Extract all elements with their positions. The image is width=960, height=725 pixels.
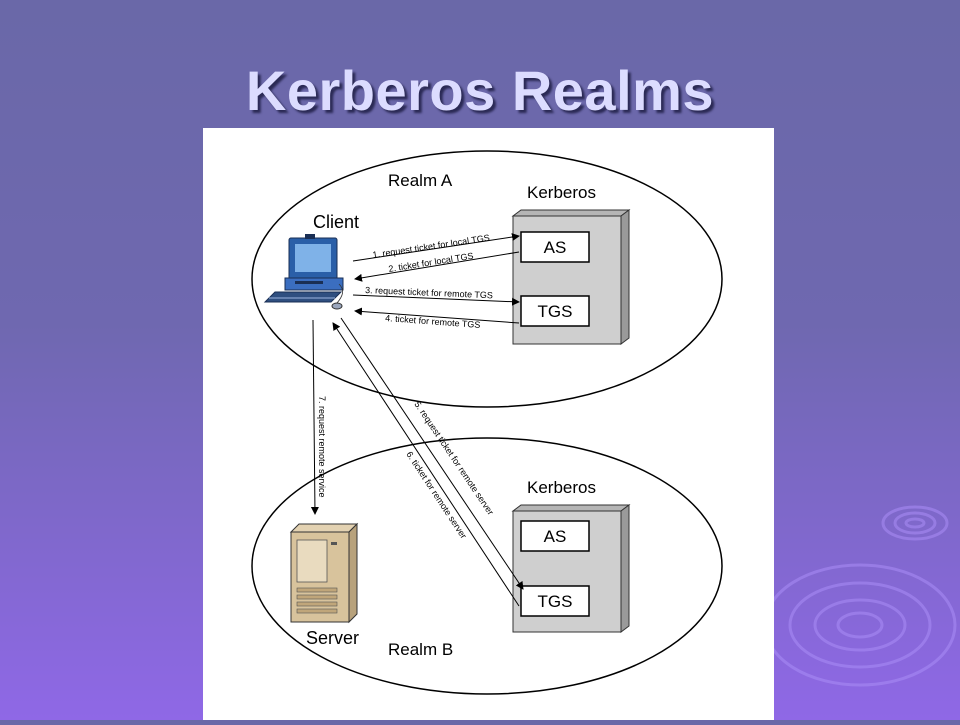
as-box-realm-a [520,231,590,263]
arrow-step-6 [332,322,520,607]
realm-b-ellipse [251,437,723,695]
diagram-panel: Realm A Client Kerberos AS TGS Realm B S… [203,128,774,720]
server-label: Server [306,628,359,648]
as-box-realm-b [520,520,590,552]
kerberos-label-realm-a: Kerberos [527,183,596,202]
client-label: Client [313,212,359,232]
kerberos-server-realm-a [511,209,631,345]
arrow-step-4 [354,307,520,324]
realm-a-label: Realm A [388,171,453,190]
kerberos-realms-diagram: Realm A Client Kerberos AS TGS Realm B S… [251,150,723,695]
step-7-label: 7. request remote service [317,396,327,498]
arrow-step-5 [340,317,524,590]
realm-a-ellipse [251,150,723,408]
step-5-label: 5. request ticket for remote server [412,400,495,517]
kerberos-server-realm-b [511,504,631,633]
tgs-box-realm-a [520,295,590,327]
realm-b-label: Realm B [388,640,453,659]
tgs-label-realm-a: TGS [538,302,573,321]
slide-title: Kerberos Realms [245,59,715,122]
tgs-label-realm-b: TGS [538,592,573,611]
client-computer-icon [263,234,344,310]
as-label-realm-a: AS [544,238,567,257]
arrow-step-2 [354,251,520,282]
arrow-step-7 [310,319,319,515]
as-label-realm-b: AS [544,527,567,546]
server-tower-icon [289,522,359,624]
tgs-box-realm-b [520,585,590,617]
arrow-step-3 [352,294,520,306]
step-4-label: 4. ticket for remote TGS [385,313,481,330]
arrow-step-1 [352,233,520,262]
kerberos-label-realm-b: Kerberos [527,478,596,497]
